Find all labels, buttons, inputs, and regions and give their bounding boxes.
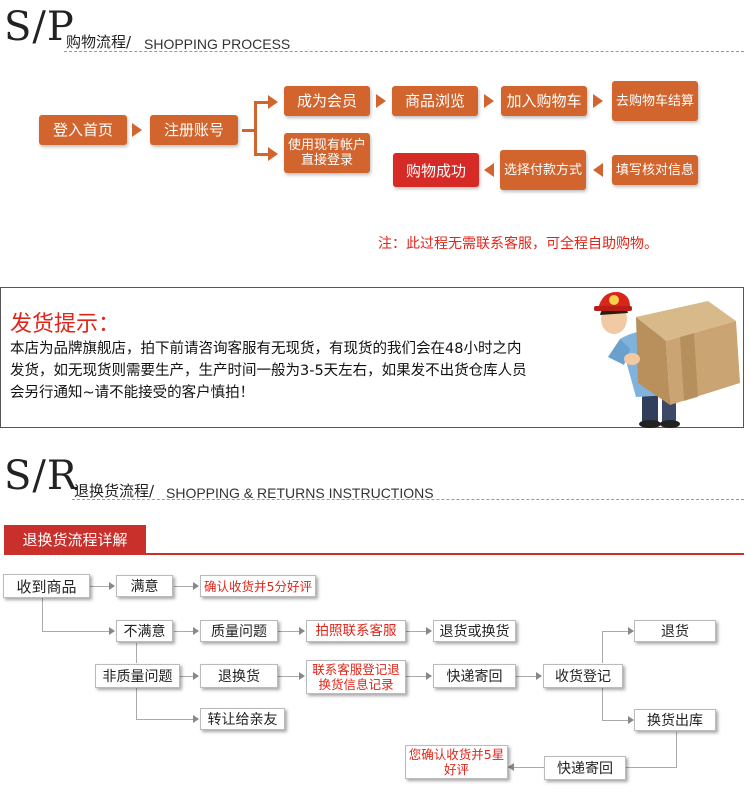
branch-line <box>254 101 268 104</box>
arrow-icon <box>193 627 199 635</box>
returns-detail-label: 退换货流程详解 <box>4 525 146 553</box>
connector-line <box>90 586 114 587</box>
shopping-process-header: S/P 购物流程/ SHOPPING PROCESS <box>4 4 744 54</box>
arrow-icon <box>628 716 634 724</box>
step-return-or-exchange: 退货或换货 <box>433 620 516 642</box>
arrow-icon <box>109 582 115 590</box>
connector-line <box>602 631 632 632</box>
arrow-icon <box>376 94 386 108</box>
connector-line <box>42 631 114 632</box>
arrow-icon <box>268 147 278 161</box>
connector-line <box>174 586 198 587</box>
flow-success: 购物成功 <box>393 153 479 187</box>
notice-line: 会另行通知~请不能接受的客户慎拍！ <box>10 385 255 401</box>
step-non-quality: 非质量问题 <box>95 664 180 688</box>
self-service-note: 注：此过程无需联系客服，可全程自助购物。 <box>378 236 658 252</box>
step-record: 联系客服登记退换货信息记录 <box>306 660 406 694</box>
notice-line: 发货，如无现货则需要生产，生产时间一般为3-5天左右，如果发不出货仓库人员 <box>10 363 527 379</box>
arrow-icon <box>628 627 634 635</box>
branch-line <box>242 129 254 132</box>
returns-header: S/R 退换货流程/ SHOPPING & RETURNS INSTRUCTIO… <box>4 453 744 503</box>
connector-line <box>278 676 304 677</box>
notice-text: 本店为品牌旗舰店，拍下前请咨询客服有无现货，有现货的我们会在48小时之内 发货，… <box>10 338 610 404</box>
step-received: 收到商品 <box>3 574 90 598</box>
courier-illustration <box>594 291 740 428</box>
arrow-icon <box>426 627 432 635</box>
branch-line <box>254 101 257 156</box>
step-confirm-5star: 您确认收货并5星好评 <box>405 745 508 779</box>
step-satisfied: 满意 <box>116 575 173 597</box>
returns-label-underline <box>4 553 744 555</box>
arrow-left-icon <box>593 163 603 177</box>
step-quality: 质量问题 <box>200 620 278 642</box>
sp-divider <box>64 51 744 52</box>
step-ship-back-2: 快递寄回 <box>544 756 626 780</box>
connector-line <box>42 598 43 632</box>
connector-line <box>508 767 544 768</box>
sp-logo-text: S/P <box>4 4 75 50</box>
connector-line <box>406 631 431 632</box>
connector-line <box>602 720 632 721</box>
arrow-icon <box>426 672 432 680</box>
connector-line <box>136 643 137 663</box>
connector-line <box>676 732 677 767</box>
step-return-exchange: 退换货 <box>200 664 278 688</box>
notice-line: 本店为品牌旗舰店，拍下前请咨询客服有无现货，有现货的我们会在48小时之内 <box>10 341 522 357</box>
arrow-icon <box>299 627 305 635</box>
arrow-icon <box>193 582 199 590</box>
sr-logo-text: S/R <box>4 453 78 499</box>
arrow-icon <box>593 94 603 108</box>
step-exchange-out: 换货出库 <box>634 709 716 731</box>
arrow-icon <box>132 123 142 137</box>
step-contact-cs: 拍照联系客服 <box>306 620 406 642</box>
step-confirm-rate: 确认收货并5分好评 <box>200 575 316 597</box>
sp-en-title: SHOPPING PROCESS <box>144 36 291 52</box>
connector-line <box>602 688 603 720</box>
flow-browse: 商品浏览 <box>392 86 478 116</box>
connector-line <box>174 631 198 632</box>
sr-cn-title: 退换货流程/ <box>74 482 155 500</box>
notice-title: 发货提示： <box>10 312 121 337</box>
branch-line <box>254 153 268 156</box>
flow-login: 登入首页 <box>39 115 127 145</box>
step-ship-back: 快递寄回 <box>433 664 516 688</box>
arrow-icon <box>193 672 199 680</box>
connector-line <box>180 676 198 677</box>
flow-payment: 选择付款方式 <box>500 150 586 190</box>
arrow-left-icon <box>508 763 514 771</box>
step-unsatisfied: 不满意 <box>116 620 173 642</box>
arrow-icon <box>536 672 542 680</box>
flow-add-to-cart: 加入购物车 <box>501 86 587 116</box>
connector-line <box>136 719 198 720</box>
step-refund: 退货 <box>634 620 716 642</box>
connector-line <box>278 631 304 632</box>
arrow-left-icon <box>484 163 494 177</box>
connector-line <box>602 631 603 663</box>
flow-confirm-info: 填写核对信息 <box>612 155 698 185</box>
connector-line <box>406 676 431 677</box>
step-receive-register: 收货登记 <box>543 664 623 688</box>
arrow-icon <box>299 672 305 680</box>
arrow-icon <box>193 715 199 723</box>
connector-line <box>516 676 541 677</box>
connector-line <box>626 767 677 768</box>
arrow-icon <box>268 95 278 109</box>
flow-checkout: 去购物车结算 <box>612 81 698 121</box>
sr-divider <box>72 499 744 500</box>
arrow-icon <box>484 94 494 108</box>
flow-register: 注册账号 <box>150 115 238 145</box>
step-transfer: 转让给亲友 <box>200 708 285 730</box>
sr-en-title: SHOPPING & RETURNS INSTRUCTIONS <box>166 485 434 501</box>
arrow-icon <box>109 627 115 635</box>
connector-line <box>136 688 137 719</box>
flow-member: 成为会员 <box>284 86 370 116</box>
sp-cn-title: 购物流程/ <box>66 33 132 51</box>
flow-existing-account: 使用现有帐户直接登录 <box>284 133 370 173</box>
